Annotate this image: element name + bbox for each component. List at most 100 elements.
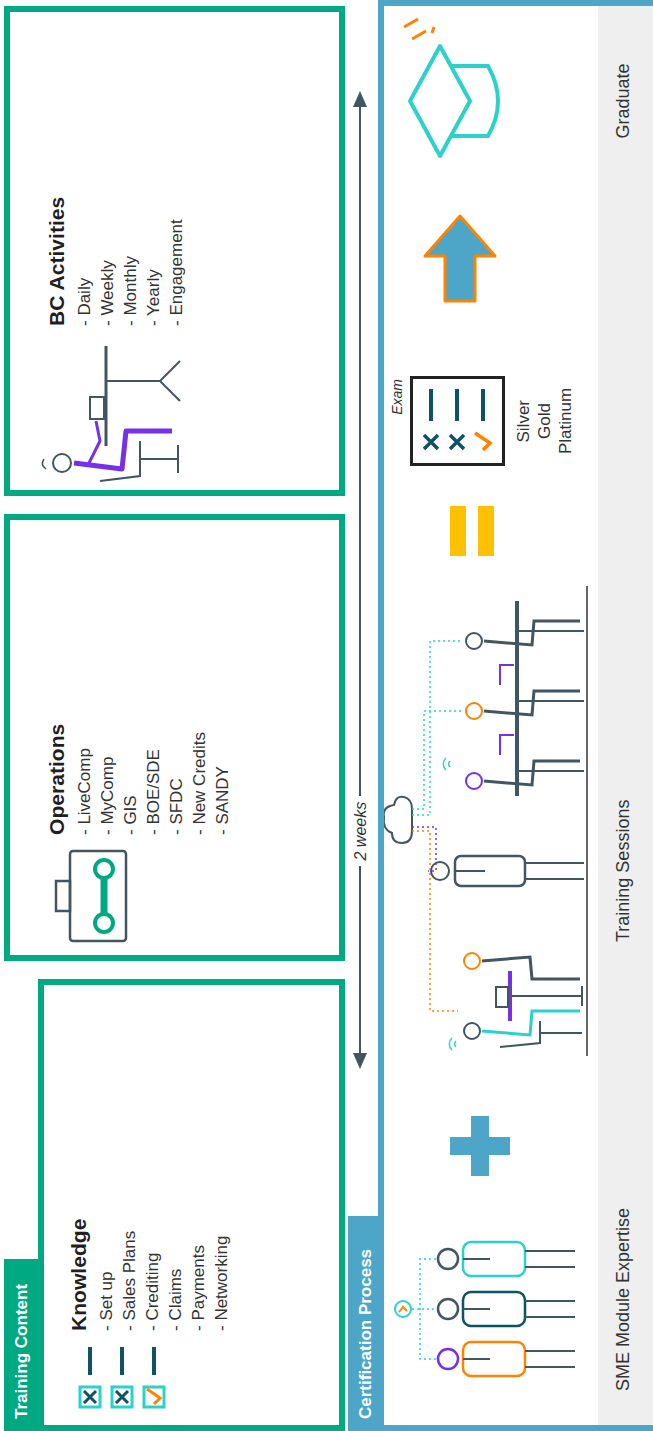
- training-illustration-part: [384, 797, 412, 843]
- text-column: Knowledge- Set up- Sales Plans- Creditin…: [66, 1219, 233, 1331]
- list-item: - SFDC: [165, 724, 188, 835]
- list-item: - Monthly: [119, 197, 142, 326]
- toolbox-icon-part: [70, 851, 126, 941]
- checklist-icon-part: [84, 1391, 128, 1403]
- list-item: - Crediting: [141, 1219, 164, 1331]
- training-illustration-part: [412, 711, 462, 809]
- list-item: - Yearly: [142, 197, 165, 326]
- exam-label: Exam: [389, 379, 405, 415]
- stage-label: Training Sessions: [613, 800, 635, 942]
- list-item: - Set up: [95, 1219, 118, 1331]
- training-illustration-part: [512, 986, 582, 1006]
- level-label: Gold: [535, 403, 555, 439]
- list-item: - MyComp: [96, 724, 119, 835]
- plus-sign: [450, 1116, 510, 1176]
- sme-figures-part: [463, 1251, 575, 1267]
- training-illustration-part: [431, 862, 449, 880]
- list-item: - New Credits: [188, 724, 211, 835]
- equals-sign-part: [450, 506, 466, 556]
- sme-figures-part: [463, 1301, 575, 1317]
- desk-worker-icon-part: [88, 421, 100, 465]
- training-illustration-part: [466, 703, 482, 719]
- checklist-icon-part: [90, 1347, 154, 1375]
- exam-check: [475, 433, 490, 450]
- graduate-cap-part: [410, 46, 470, 156]
- training-illustration-part: [412, 641, 462, 815]
- band-tab: Certification Process: [348, 1216, 384, 1431]
- duration-arrow-part: [359, 101, 361, 1059]
- checklist-icon-part: [147, 1389, 160, 1404]
- progress-arrow-part: [425, 216, 495, 301]
- training-illustration-part: [412, 827, 436, 871]
- label-strip: [598, 6, 653, 1425]
- section-tab: Training Content: [4, 1259, 40, 1431]
- desk-worker-icon: [42, 346, 180, 481]
- exam-line: [429, 389, 433, 421]
- training-illustration-part: [482, 957, 580, 979]
- sme-figures-part: [438, 1299, 458, 1319]
- tab-title: Training Content: [4, 1272, 40, 1431]
- duration-arrow-part: [353, 91, 367, 107]
- list-item: - Weekly: [96, 197, 119, 326]
- list-item: - SANDY: [211, 724, 234, 835]
- duration-arrow-part: [353, 1053, 367, 1069]
- list-item: - LiveComp: [73, 724, 96, 835]
- list-item: - Engagement: [165, 197, 188, 326]
- toolbox-icon-part: [95, 914, 113, 932]
- exam-box: Exam: [410, 376, 505, 466]
- toolbox-icon: [56, 851, 126, 941]
- training-illustration-part: [496, 987, 508, 1007]
- list-item: - Payments: [187, 1219, 210, 1331]
- content-box: Knowledge- Set up- Sales Plans- Creditin…: [38, 979, 345, 1431]
- training-illustration-part: [515, 601, 519, 796]
- training-illustration-part: [466, 633, 482, 649]
- checklist-icon-part: [144, 1387, 164, 1407]
- training-illustration-part: [500, 1021, 582, 1047]
- box-heading: Operations: [44, 724, 69, 835]
- toolbox-icon-part: [95, 860, 113, 878]
- desk-worker-icon-part: [90, 397, 104, 419]
- list-item: - Sales Plans: [118, 1219, 141, 1331]
- plus-sign-part: [471, 1116, 489, 1176]
- content-box: BC Activities- Daily- Weekly- Monthly- Y…: [4, 6, 345, 496]
- training-illustration-part: [449, 1038, 456, 1050]
- content-box: Operations- LiveComp- MyComp- GIS- BOE/S…: [4, 514, 345, 961]
- desk-worker-icon-part: [106, 361, 180, 401]
- list-item: - Daily: [73, 197, 96, 326]
- sme-figures-part: [412, 1259, 436, 1359]
- training-illustration-part: [466, 773, 482, 789]
- sme-figures-part: [399, 1307, 407, 1312]
- graduate-cap-part: [452, 66, 498, 136]
- graduate-cap-part: [404, 19, 434, 39]
- sme-figures-part: [438, 1249, 458, 1269]
- sme-figures-part: [463, 1351, 575, 1367]
- graduate-cap: [404, 19, 498, 156]
- stage-label: SME Module Expertise: [613, 1208, 635, 1391]
- text-column: Operations- LiveComp- MyComp- GIS- BOE/S…: [44, 724, 234, 835]
- list-item: - Networking: [210, 1219, 233, 1331]
- training-illustration: [384, 586, 587, 1056]
- duration-arrow: [353, 91, 367, 1069]
- toolbox-icon-part: [101, 875, 108, 917]
- training-illustration-part: [412, 831, 458, 1011]
- level-label: Platinum: [556, 388, 576, 454]
- sme-figures-part: [395, 1301, 411, 1317]
- list-item: - GIS: [119, 724, 142, 835]
- duration-label: 2 weeks: [351, 796, 370, 867]
- list-item: - BOE/SDE: [142, 724, 165, 835]
- box-heading: Knowledge: [66, 1219, 91, 1331]
- desk-worker-icon-part: [100, 441, 178, 481]
- exam-line: [455, 389, 459, 421]
- training-illustration-part: [443, 758, 450, 770]
- level-label: Silver: [514, 400, 534, 443]
- exam-cross: [450, 435, 464, 449]
- desk-worker-icon-part: [53, 454, 71, 472]
- band-title: Certification Process: [348, 1237, 384, 1431]
- process-band: Certification ProcessExam: [378, 0, 653, 1431]
- stage-label: Graduate: [613, 63, 635, 138]
- equals-sign-part: [478, 506, 494, 556]
- equals-sign: [450, 506, 494, 556]
- training-illustration-part: [586, 586, 588, 1056]
